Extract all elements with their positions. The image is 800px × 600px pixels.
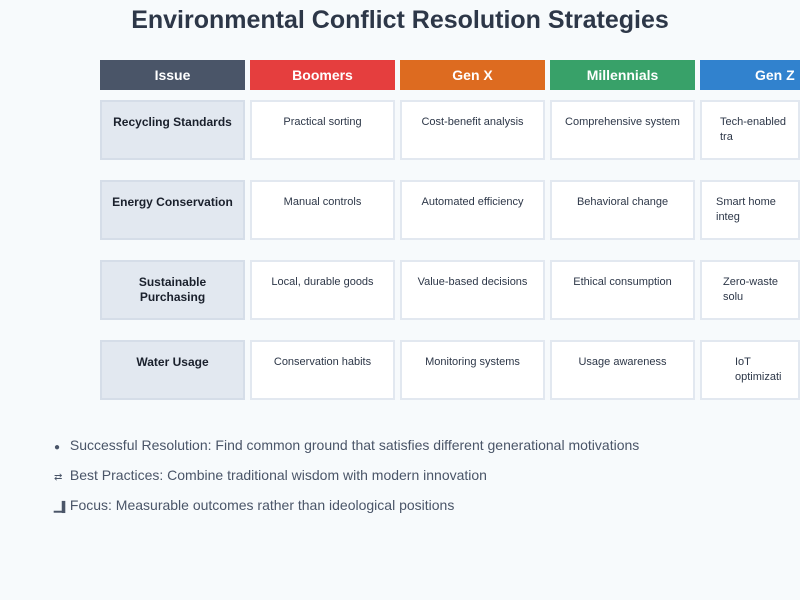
cell-text: Value-based decisions (417, 276, 528, 288)
cell-genz: Smart home integ (700, 180, 800, 240)
note-text: Successful Resolution: Find common groun… (69, 437, 640, 453)
cell-millennials: Comprehensive system (550, 100, 695, 160)
cell-boomers: Conservation habits (250, 340, 395, 400)
page-title: Environmental Conflict Resolution Strate… (131, 6, 669, 34)
cell-text: Cost-benefit analysis (421, 116, 524, 128)
cell-millennials: Ethical consumption (550, 260, 695, 320)
cell-text: Local, durable goods (271, 276, 374, 288)
header-boomers: Boomers (250, 60, 395, 90)
cell-issue: Recycling Standards (100, 100, 245, 160)
header-genz: Gen Z (700, 60, 800, 90)
cell-boomers: Local, durable goods (250, 260, 395, 320)
cell-text: Zero-waste solu (723, 276, 779, 303)
cell-issue: Sustainable Purchasing (100, 260, 245, 320)
cell-genx: Value-based decisions (400, 260, 545, 320)
cell-text: Comprehensive system (565, 116, 680, 128)
cell-genz: Tech-enabled tra (700, 100, 800, 160)
cell-text: Smart home integ (716, 196, 776, 223)
header-millennials: Millennials (550, 60, 695, 90)
cell-text: Water Usage (136, 355, 209, 369)
cell-issue: Water Usage (100, 340, 245, 400)
note-best-practices: ⇄ Best Practices: Combine traditional wi… (54, 467, 487, 483)
note-focus: ▁▌ Focus: Measurable outcomes rather tha… (54, 497, 454, 513)
cell-boomers: Practical sorting (250, 100, 395, 160)
cell-text: Ethical consumption (573, 276, 672, 288)
bar-chart-icon: ▁▌ (54, 502, 69, 513)
cell-genx: Monitoring systems (400, 340, 545, 400)
cell-boomers: Manual controls (250, 180, 395, 240)
cell-text: IoT optimizati (735, 356, 782, 383)
note-text: Focus: Measurable outcomes rather than i… (69, 497, 455, 513)
note-text: Best Practices: Combine traditional wisd… (69, 467, 487, 483)
cell-genx: Automated efficiency (400, 180, 545, 240)
handshake-icon: ⇄ (54, 472, 63, 483)
cell-text: Tech-enabled tra (720, 116, 787, 143)
target-icon: ● (54, 442, 61, 453)
cell-text: Behavioral change (576, 196, 669, 208)
cell-genz: Zero-waste solu (700, 260, 800, 320)
cell-text: Sustainable Purchasing (138, 275, 207, 304)
cell-text: Automated efficiency (421, 196, 524, 208)
cell-text: Manual controls (283, 196, 362, 208)
header-genx: Gen X (400, 60, 545, 90)
cell-genx: Cost-benefit analysis (400, 100, 545, 160)
cell-text: Recycling Standards (113, 115, 232, 129)
header-issue: Issue (100, 60, 245, 90)
cell-text: Energy Conservation (112, 195, 233, 209)
cell-millennials: Usage awareness (550, 340, 695, 400)
cell-text: Conservation habits (273, 356, 372, 368)
cell-text: Monitoring systems (425, 356, 520, 368)
cell-issue: Energy Conservation (100, 180, 245, 240)
cell-genz: IoT optimizati (700, 340, 800, 400)
cell-text: Usage awareness (578, 356, 667, 368)
note-successful-resolution: ● Successful Resolution: Find common gro… (54, 437, 639, 453)
cell-millennials: Behavioral change (550, 180, 695, 240)
cell-text: Practical sorting (283, 116, 362, 128)
